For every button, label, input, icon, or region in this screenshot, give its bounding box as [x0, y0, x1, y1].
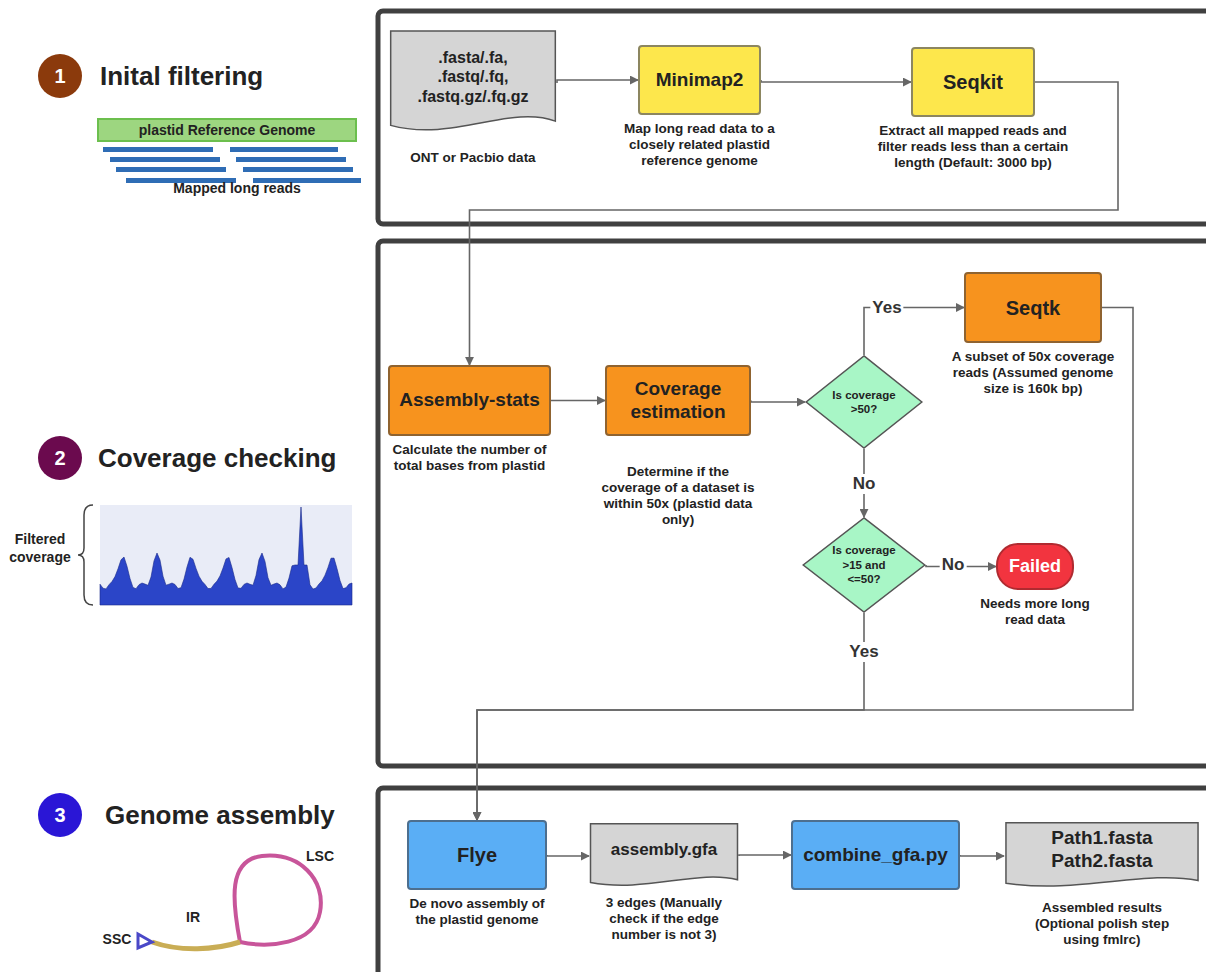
- document-shape: [1006, 823, 1198, 886]
- process-box: Assembly-statsCalculate the number of to…: [388, 365, 551, 436]
- callout-number: 1: [54, 65, 65, 88]
- process-box: FlyeDe novo assembly of the plastid geno…: [407, 820, 547, 890]
- diamond-outline: [805, 355, 923, 449]
- callout-number: 2: [54, 447, 65, 470]
- process-box: SeqtkA subset of 50x coverage reads (Ass…: [964, 272, 1102, 343]
- node-title: Failed: [1003, 556, 1067, 578]
- edge-label: No: [940, 555, 967, 575]
- part-label: IR: [178, 909, 208, 927]
- node-title: assembly.gfa: [595, 840, 733, 860]
- node-caption: Needs more long read data: [975, 596, 1095, 628]
- node-title: Seqkit: [937, 70, 1009, 94]
- process-box: combine_gfa.py: [791, 820, 960, 890]
- node-title: Is coverage >15 and <=50?: [826, 543, 902, 586]
- panel-frame: [378, 788, 1206, 972]
- node-title: Flye: [451, 843, 503, 867]
- document-shape: [591, 824, 738, 886]
- process-box: Minimap2Map long read data to a closely …: [638, 45, 761, 115]
- edge-label: Yes: [870, 298, 903, 318]
- document-shape: [391, 31, 556, 130]
- connector-arrow: [551, 400, 605, 402]
- data-document: .fasta/.fa, .fastq/.fq, .fastq.gz/.fq.gz…: [389, 30, 557, 136]
- callout-circle: 2Coverage checking: [38, 436, 82, 480]
- node-caption: ONT or Pacbio data: [393, 150, 553, 166]
- callout-number: 3: [54, 804, 65, 827]
- terminal-box: FailedNeeds more long read data: [996, 543, 1074, 590]
- connector-arrow: [470, 82, 1119, 365]
- data-document: assembly.gfa3 edges (Manually check if t…: [589, 823, 739, 889]
- assembly-graph: [138, 856, 321, 949]
- process-box: Coverage estimationDetermine if the cove…: [605, 365, 751, 436]
- edge-label: No: [851, 474, 878, 494]
- coverage-plot-ground: [100, 505, 352, 605]
- node-title: Is coverage >50?: [831, 388, 897, 417]
- reference-bar: plastid Reference Genome: [97, 118, 357, 142]
- connector-arrow: [761, 80, 911, 82]
- node-title: Coverage estimation: [607, 378, 749, 424]
- connector-arrow: [557, 80, 638, 83]
- connector-arrow: [477, 613, 864, 820]
- bracket-label: Filtered coverage: [2, 531, 78, 566]
- edge-label: Yes: [847, 642, 880, 662]
- lsc-loop: [234, 856, 320, 945]
- mapped-reads: [103, 147, 361, 183]
- callout-circle: 1Inital filtering: [38, 54, 82, 98]
- process-box: SeqkitExtract all mapped reads and filte…: [911, 47, 1035, 117]
- diamond-shape: [803, 518, 925, 612]
- ir-edge: [152, 942, 240, 949]
- part-label: LSC: [300, 848, 340, 866]
- node-title: combine_gfa.py: [797, 844, 954, 867]
- part-label: SSC: [97, 931, 137, 949]
- connector-arrow: [960, 855, 1004, 856]
- node-title: plastid Reference Genome: [139, 122, 316, 138]
- diamond-shape: [806, 356, 922, 448]
- node-caption: Extract all mapped reads and filter read…: [876, 123, 1071, 171]
- node-caption: Determine if the coverage of a dataset i…: [598, 464, 758, 528]
- connector-arrow: [477, 308, 1133, 821]
- bracket: [78, 505, 93, 605]
- ssc-edge: [138, 934, 152, 948]
- callout-circle: 3Genome assembly: [38, 793, 82, 837]
- node-title: Path1.fasta Path2.fasta: [1010, 827, 1194, 873]
- node-title: .fasta/.fa, .fastq/.fq, .fastq.gz/.fq.gz: [395, 48, 551, 106]
- node-caption: 3 edges (Manually check if the edge numb…: [589, 895, 739, 943]
- panel-frame: [378, 241, 1206, 766]
- illustration-label: Mapped long reads: [137, 180, 337, 198]
- decision-diamond: Is coverage >50?: [805, 355, 923, 449]
- node-caption: Assembled results (Optional polish step …: [1017, 900, 1187, 948]
- data-document: Path1.fasta Path2.fastaAssembled results…: [1004, 822, 1200, 890]
- connector-arrow: [547, 855, 589, 856]
- connector-arrow: [739, 855, 791, 856]
- node-caption: Map long read data to a closely related …: [612, 121, 787, 169]
- panel-frame: [378, 11, 1206, 224]
- section-heading: Coverage checking: [98, 443, 336, 474]
- node-title: Minimap2: [650, 69, 750, 92]
- node-caption: A subset of 50x coverage reads (Assumed …: [951, 349, 1116, 397]
- section-heading: Inital filtering: [100, 61, 263, 92]
- coverage-plot: [100, 507, 352, 605]
- node-title: Assembly-stats: [393, 389, 545, 412]
- node-caption: De novo assembly of the plastid genome: [402, 896, 552, 928]
- section-heading: Genome assembly: [105, 800, 335, 831]
- connector-arrow: [751, 401, 805, 403]
- decision-diamond: Is coverage >15 and <=50?: [802, 517, 926, 613]
- node-caption: Calculate the number of total bases from…: [387, 442, 552, 474]
- node-title: Seqtk: [1000, 296, 1066, 320]
